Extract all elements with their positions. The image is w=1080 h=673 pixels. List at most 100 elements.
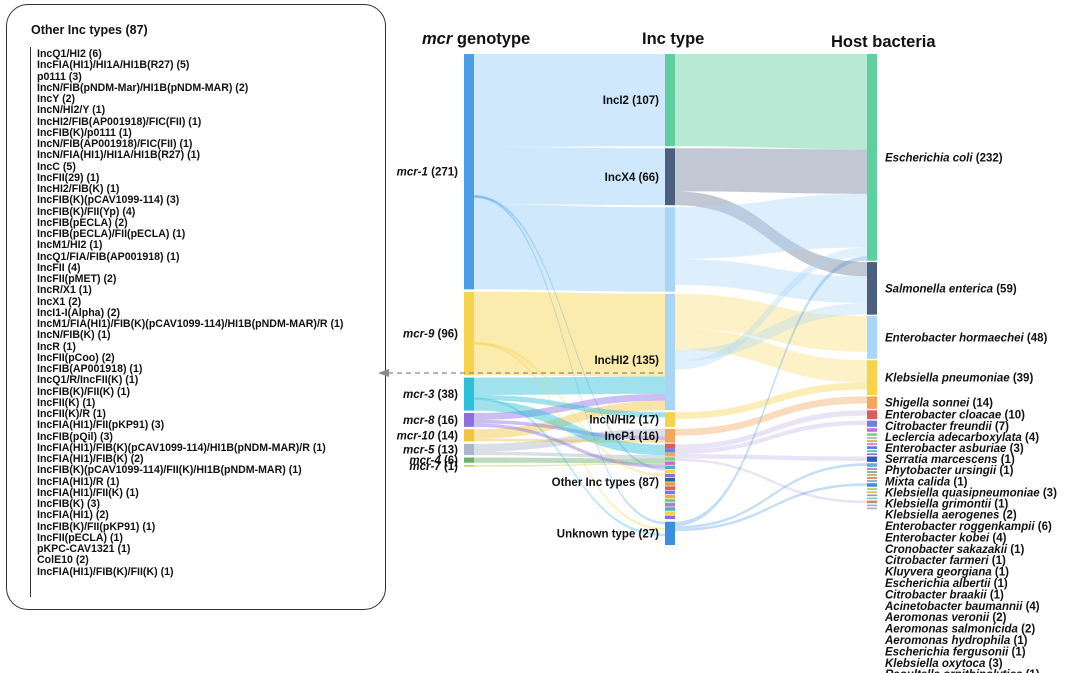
host-name: Phytobacter ursingii: [885, 465, 997, 477]
other-inc-item: IncFIA(HI1)/FIB(K) (2): [37, 453, 144, 465]
inc-node-incX4: [665, 148, 675, 206]
host-node: [867, 360, 877, 395]
host-name: Salmonella enterica: [885, 283, 994, 295]
other-inc-list: IncQ1/HI2 (6)IncFIA(HI1)/HI1A/HI1B(R27) …: [37, 48, 343, 578]
sankey-flow: [675, 454, 867, 461]
other-inc-item: IncFIA(HI1)/R (1): [37, 475, 120, 488]
host-label: Serratia marcescens (1): [885, 454, 1015, 466]
genotype-count: (16): [434, 415, 458, 427]
host-name: Aeromonas veronii: [884, 612, 990, 624]
host-label: Enterobacter hormaechei (48): [885, 332, 1048, 344]
other-inc-item: IncN/FIB(AP001918)/FIC(FII) (1): [37, 138, 193, 150]
host-name: Enterobacter hormaechei: [885, 332, 1024, 344]
sankey-flow: [474, 397, 665, 537]
other-inc-item: IncFIB(AP001918) (1): [37, 363, 143, 375]
sankey-flow: [474, 419, 665, 441]
sankey-flow: [474, 291, 665, 377]
other-inc-item: IncFIB(pQil) (3): [37, 430, 113, 443]
other-inc-item: IncFIB(pECLA) (2): [37, 216, 128, 229]
sankey-flow: [474, 423, 665, 468]
sankey-links: [474, 54, 867, 537]
sankey-flow: [474, 451, 665, 459]
genotype-gene: mcr-5: [403, 444, 435, 456]
host-name: Aeromonas salmonicida: [884, 624, 1019, 636]
host-label: Shigella sonnei (14): [885, 398, 993, 410]
host-node: [867, 497, 877, 500]
other-inc-item: IncM1/HI2 (1): [37, 239, 103, 252]
genotype-gene: mcr-7: [409, 461, 441, 473]
host-count: (2): [1018, 624, 1035, 636]
host-label: Enterobacter roggenkampii (6): [885, 521, 1052, 533]
host-label: Citrobacter braakii (1): [885, 589, 1004, 601]
sankey-flow: [675, 328, 867, 383]
host-count: (3): [1006, 443, 1023, 455]
host-count: (2): [989, 612, 1006, 624]
genotype-node-mcr10: [464, 429, 474, 442]
host-count: (1): [992, 567, 1009, 579]
genotype-gene: mcr-3: [403, 389, 435, 401]
host-node: [867, 468, 877, 470]
other-inc-item: IncFIB(K) (3): [37, 498, 100, 510]
inc-node-segment: [665, 511, 675, 515]
host-node: [867, 474, 877, 476]
genotype-count: (13): [434, 444, 458, 456]
host-label: Phytobacter ursingii (1): [885, 465, 1014, 477]
inc-node-segment: [665, 453, 675, 457]
inc-label-other: Other Inc types (87): [552, 477, 660, 489]
other-inc-item: IncFIB(K)/FII(pKP91) (1): [37, 520, 156, 533]
host-count: (14): [969, 398, 993, 410]
genotype-count: (38): [434, 389, 458, 401]
host-node: [867, 471, 877, 473]
inc-node-segment: [665, 469, 675, 474]
host-name: Kluyvera georgiana: [885, 567, 992, 579]
inc-label-incN: IncN/HI2 (17): [589, 415, 659, 427]
inc-node-segment: [665, 444, 675, 449]
genotype-gene: mcr-1: [397, 167, 428, 179]
sankey-flow: [474, 146, 665, 206]
host-name: Cronobacter sakazakii: [885, 544, 1008, 556]
host-label: Aeromonas salmonicida (2): [884, 624, 1035, 636]
host-name: Klebsiella quasipneumoniae: [885, 487, 1040, 499]
inc-node-segment: [665, 448, 675, 453]
sankey-flow: [474, 438, 665, 443]
other-inc-item: IncFIB(K)(pCAV1099-114) (3): [37, 194, 180, 207]
inc-label-unknown: Unknown type (27): [557, 528, 659, 540]
other-inc-item: IncFIA(HI1)/FIB(K)/FII(K) (1): [37, 565, 174, 578]
sankey-flow: [474, 204, 665, 292]
genotype-label-mcr3: mcr-3 (38): [403, 389, 458, 401]
other-inc-item: IncX1 (2): [37, 295, 82, 308]
other-inc-item: IncFIA(HI1)/HI1A/HI1B(R27) (5): [37, 59, 190, 72]
other-inc-item: IncFIB(K)/p0111 (1): [37, 126, 132, 139]
host-name: Leclercia adecarboxylata: [885, 432, 1022, 444]
host-count: (1): [998, 454, 1015, 466]
host-name: Serratia marcescens: [885, 454, 998, 466]
genotype-node-mcr9: [464, 291, 474, 376]
host-count: (1): [991, 499, 1008, 511]
other-inc-item: IncFII(29) (1): [37, 171, 100, 184]
sankey-flow: [675, 256, 867, 527]
sankey-flow: [474, 341, 665, 477]
host-node: [867, 491, 877, 494]
other-inc-item: IncFII (4): [37, 261, 81, 274]
inc-node-mcr1rest: [665, 207, 675, 292]
sankey-flow: [474, 428, 665, 452]
genotype-header: mcr genotype: [422, 30, 530, 48]
inc-node-segment: [665, 503, 675, 507]
inc-node-segment: [665, 486, 675, 490]
genotype-count: (6): [441, 455, 458, 467]
other-inc-item: IncN/HI2/Y (1): [37, 104, 106, 117]
sankey-flow: [474, 394, 665, 418]
host-count: (1): [990, 578, 1007, 590]
genotype-node-mcr5: [464, 443, 474, 456]
genotype-count: (14): [434, 430, 458, 442]
other-inc-item: p0111 (3): [37, 70, 82, 83]
other-inc-item: IncFIB(K)(pCAV1099-114)/FII(K)/HI1B(pNDM…: [37, 464, 302, 477]
host-label: Acinetobacter baumannii (4): [884, 601, 1040, 613]
inc-node-incHI2: [665, 293, 675, 411]
host-count: (1): [996, 465, 1013, 477]
inc-node-segment: [665, 465, 675, 470]
inc-node-segment: [665, 482, 675, 486]
other-inc-item: IncFIB(pECLA)/FII(pECLA) (1): [37, 228, 186, 240]
other-inc-item: IncFII(K)/R (1): [37, 408, 106, 420]
sankey-flow: [675, 193, 867, 259]
